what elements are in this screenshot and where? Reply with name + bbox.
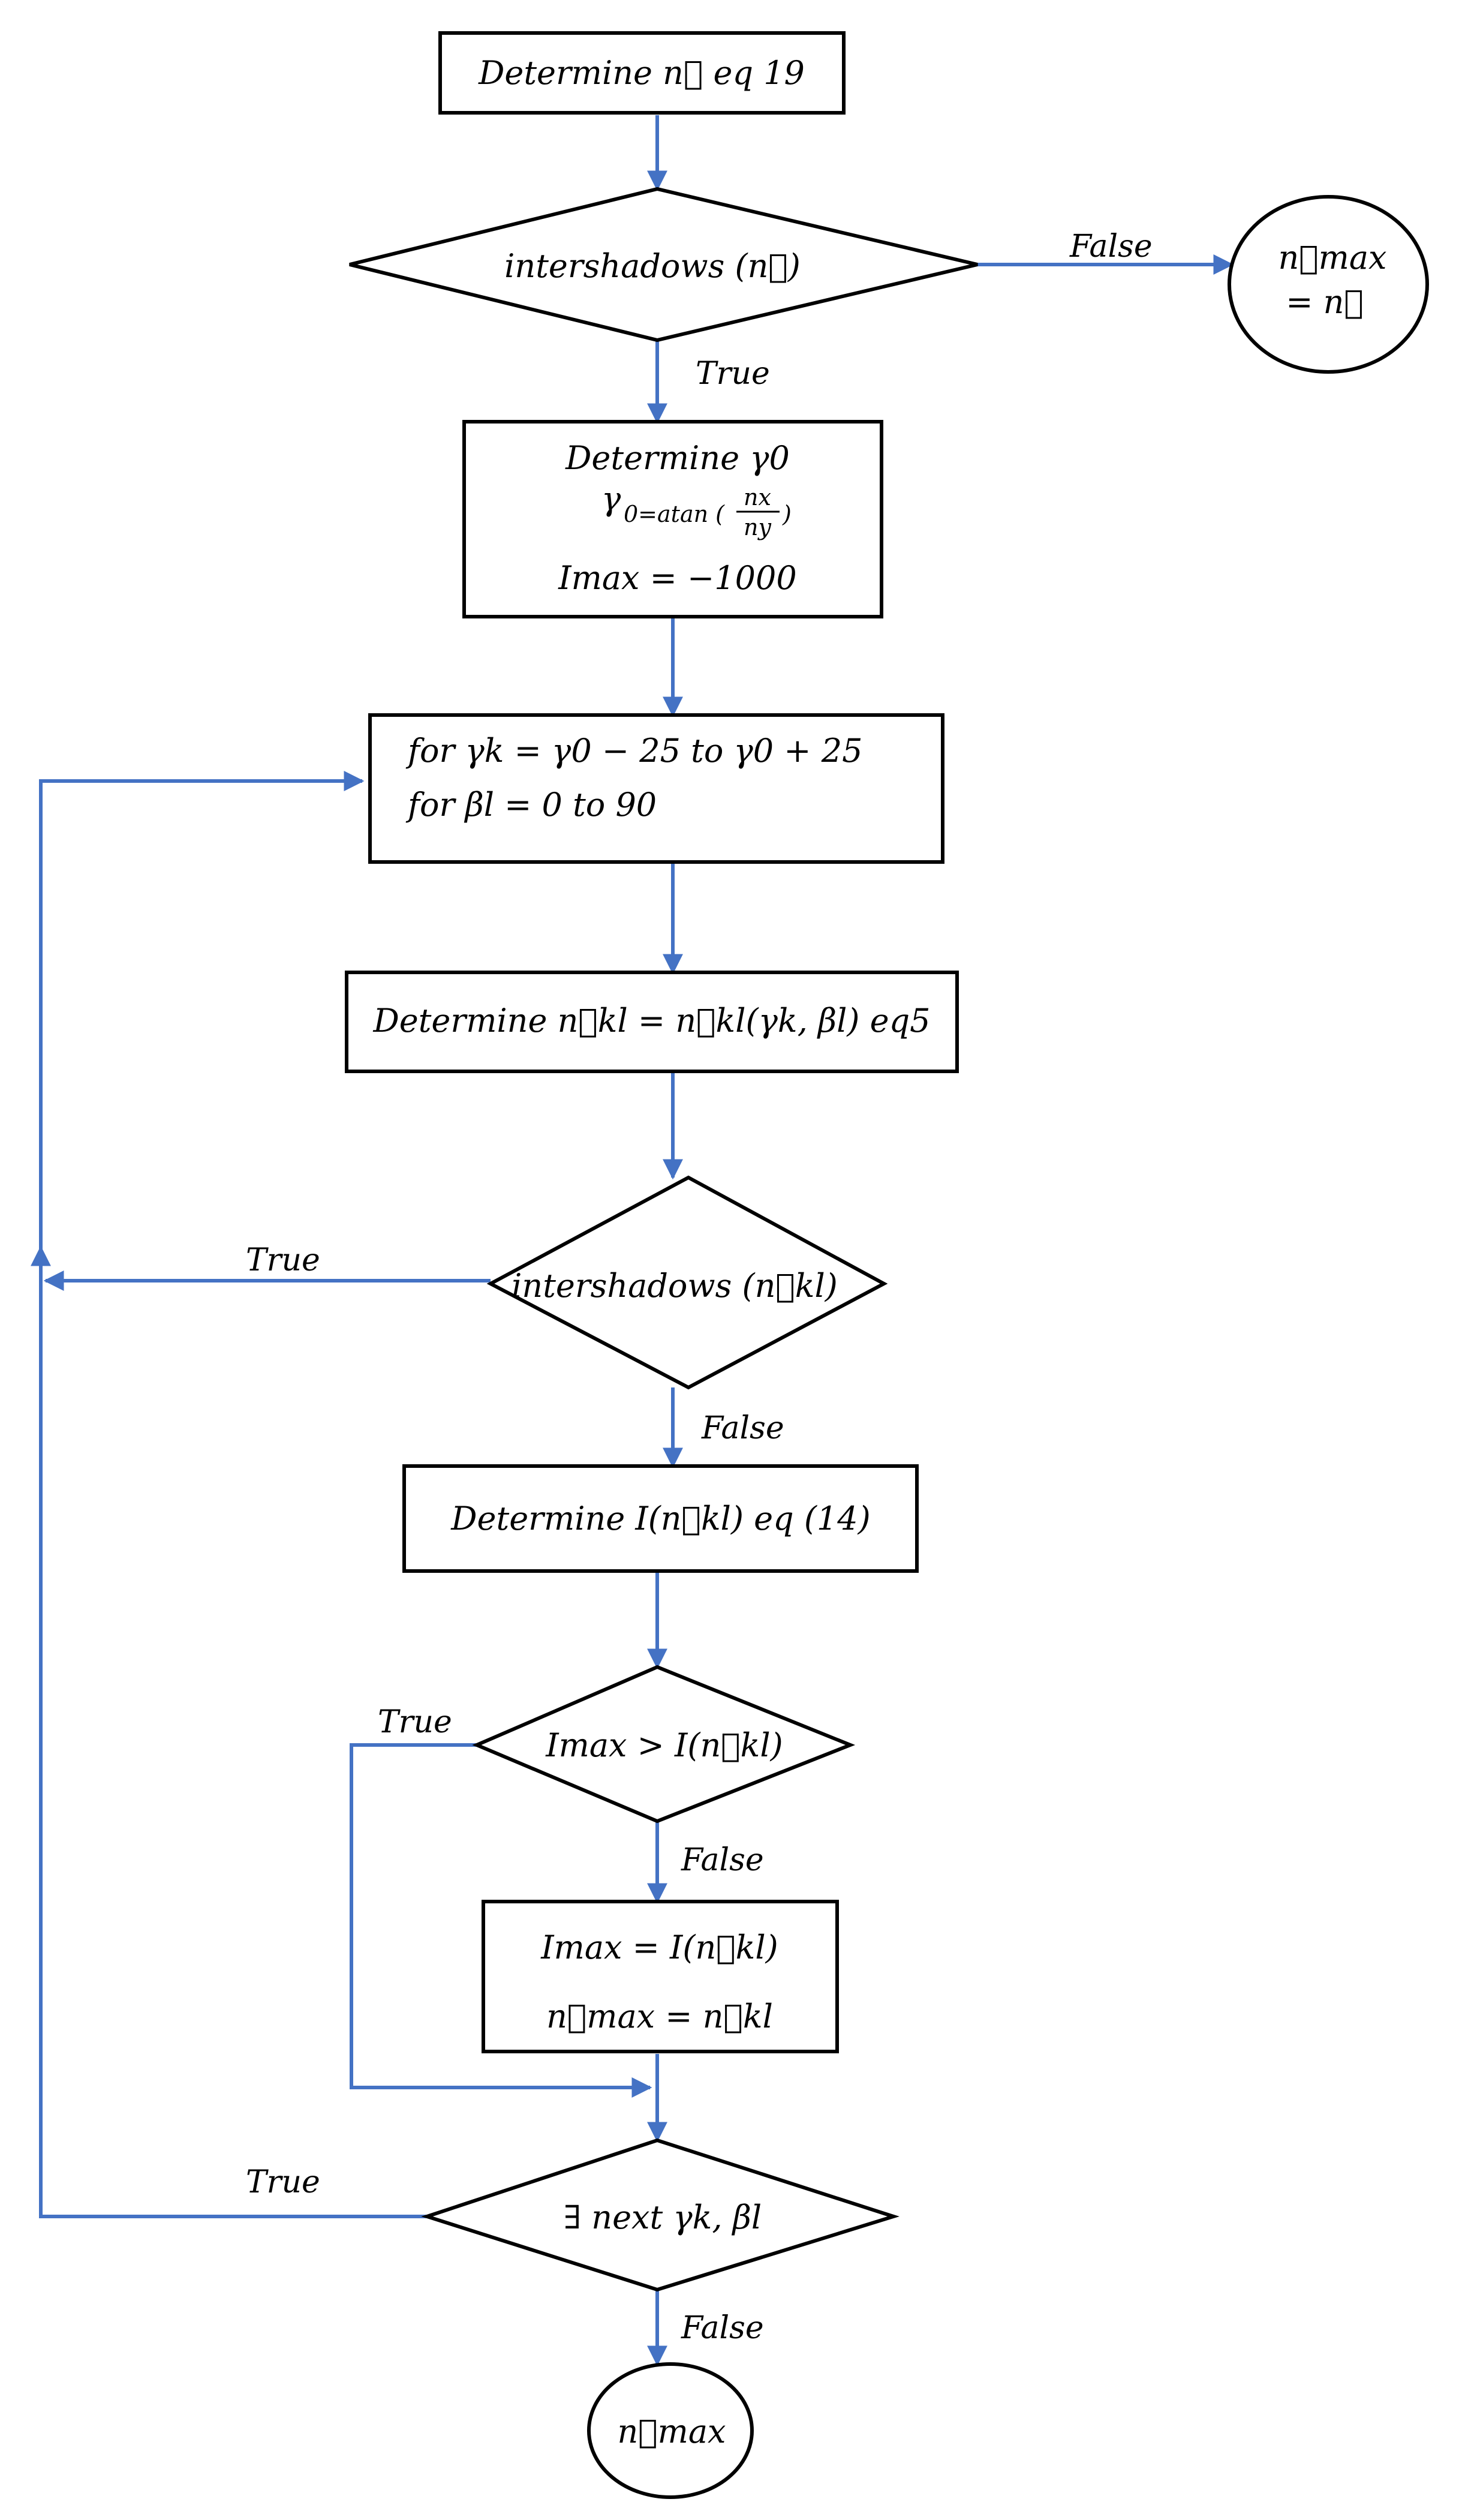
node-result-final-text: n⃗max xyxy=(617,2413,726,2450)
edge-label-false-1: False xyxy=(1069,229,1153,265)
node-gamma0-line2-gamma: γ xyxy=(601,480,621,518)
node-intershadows-n: intershadows (n⃗) xyxy=(349,187,978,343)
node-result-top-line1: n⃗max xyxy=(1278,239,1386,277)
node-gamma0-line1: Determine γ0 xyxy=(565,439,790,477)
edge-label-false-2: False xyxy=(701,1410,784,1446)
edge-label-true-1: True xyxy=(696,356,770,392)
node-gamma0-frac-den: ny xyxy=(744,514,771,540)
node-update: Imax = I(n⃗kl) n⃗max = n⃗kl xyxy=(482,1900,839,2053)
node-determine-n: Determine n⃗ eq 19 xyxy=(438,31,846,115)
node-imax-compare: Imax > I(n⃗kl) xyxy=(472,1665,856,1824)
edge-compare-true-bypass xyxy=(350,1743,652,2098)
node-next-check: ∃ next γk, βl xyxy=(421,2138,900,2292)
node-loop-line1: for γk = γ0 − 25 to γ0 + 25 xyxy=(405,732,862,770)
node-imax-compare-text: Imax > I(n⃗kl) xyxy=(545,1726,783,1764)
edge-label-true-3: True xyxy=(378,1704,452,1740)
node-result-top: n⃗max = n⃗ xyxy=(1228,195,1429,374)
node-determine-I-text: Determine I(n⃗kl) eq (14) xyxy=(450,1500,870,1537)
edge-label-true-2: True xyxy=(246,1242,320,1278)
node-gamma0-line2-sub: 0=atan ( xyxy=(624,501,725,527)
node-determine-n-text: Determine n⃗ eq 19 xyxy=(478,54,805,92)
node-intershadows-n-text: intershadows (n⃗) xyxy=(504,247,801,285)
node-determine-gamma0: Determine γ0 γ 0=atan ( nx ny ) Imax = −… xyxy=(462,420,883,618)
node-intershadows-nkl: intershadows (n⃗kl) xyxy=(486,1175,888,1390)
node-update-line1: Imax = I(n⃗kl) xyxy=(540,1929,778,1966)
node-determine-nkl: Determine n⃗kl = n⃗kl(γk, βl) eq5 xyxy=(345,971,959,1073)
node-loop: for γk = γ0 − 25 to γ0 + 25 for βl = 0 t… xyxy=(368,713,944,864)
node-result-final: n⃗max xyxy=(587,2362,754,2499)
node-gamma0-frac-num: nx xyxy=(744,484,771,510)
edge-label-true-4: True xyxy=(246,2164,320,2200)
node-result-top-line2: = n⃗ xyxy=(1286,283,1364,321)
node-update-line2: n⃗max = n⃗kl xyxy=(546,1998,773,2035)
node-next-check-text: ∃ next γk, βl xyxy=(564,2198,762,2236)
edge-label-false-3: False xyxy=(681,1842,764,1878)
edge-label-false-4: False xyxy=(681,2310,764,2346)
node-gamma0-close: ) xyxy=(782,501,792,527)
node-determine-nkl-text: Determine n⃗kl = n⃗kl(γk, βl) eq5 xyxy=(372,1002,930,1040)
node-loop-line2: for βl = 0 to 90 xyxy=(405,786,657,824)
node-intershadows-nkl-text: intershadows (n⃗kl) xyxy=(512,1267,838,1305)
node-gamma0-line3: Imax = −1000 xyxy=(558,559,796,597)
node-determine-I: Determine I(n⃗kl) eq (14) xyxy=(402,1464,919,1573)
edge-next-true-to-loop xyxy=(39,771,427,2218)
